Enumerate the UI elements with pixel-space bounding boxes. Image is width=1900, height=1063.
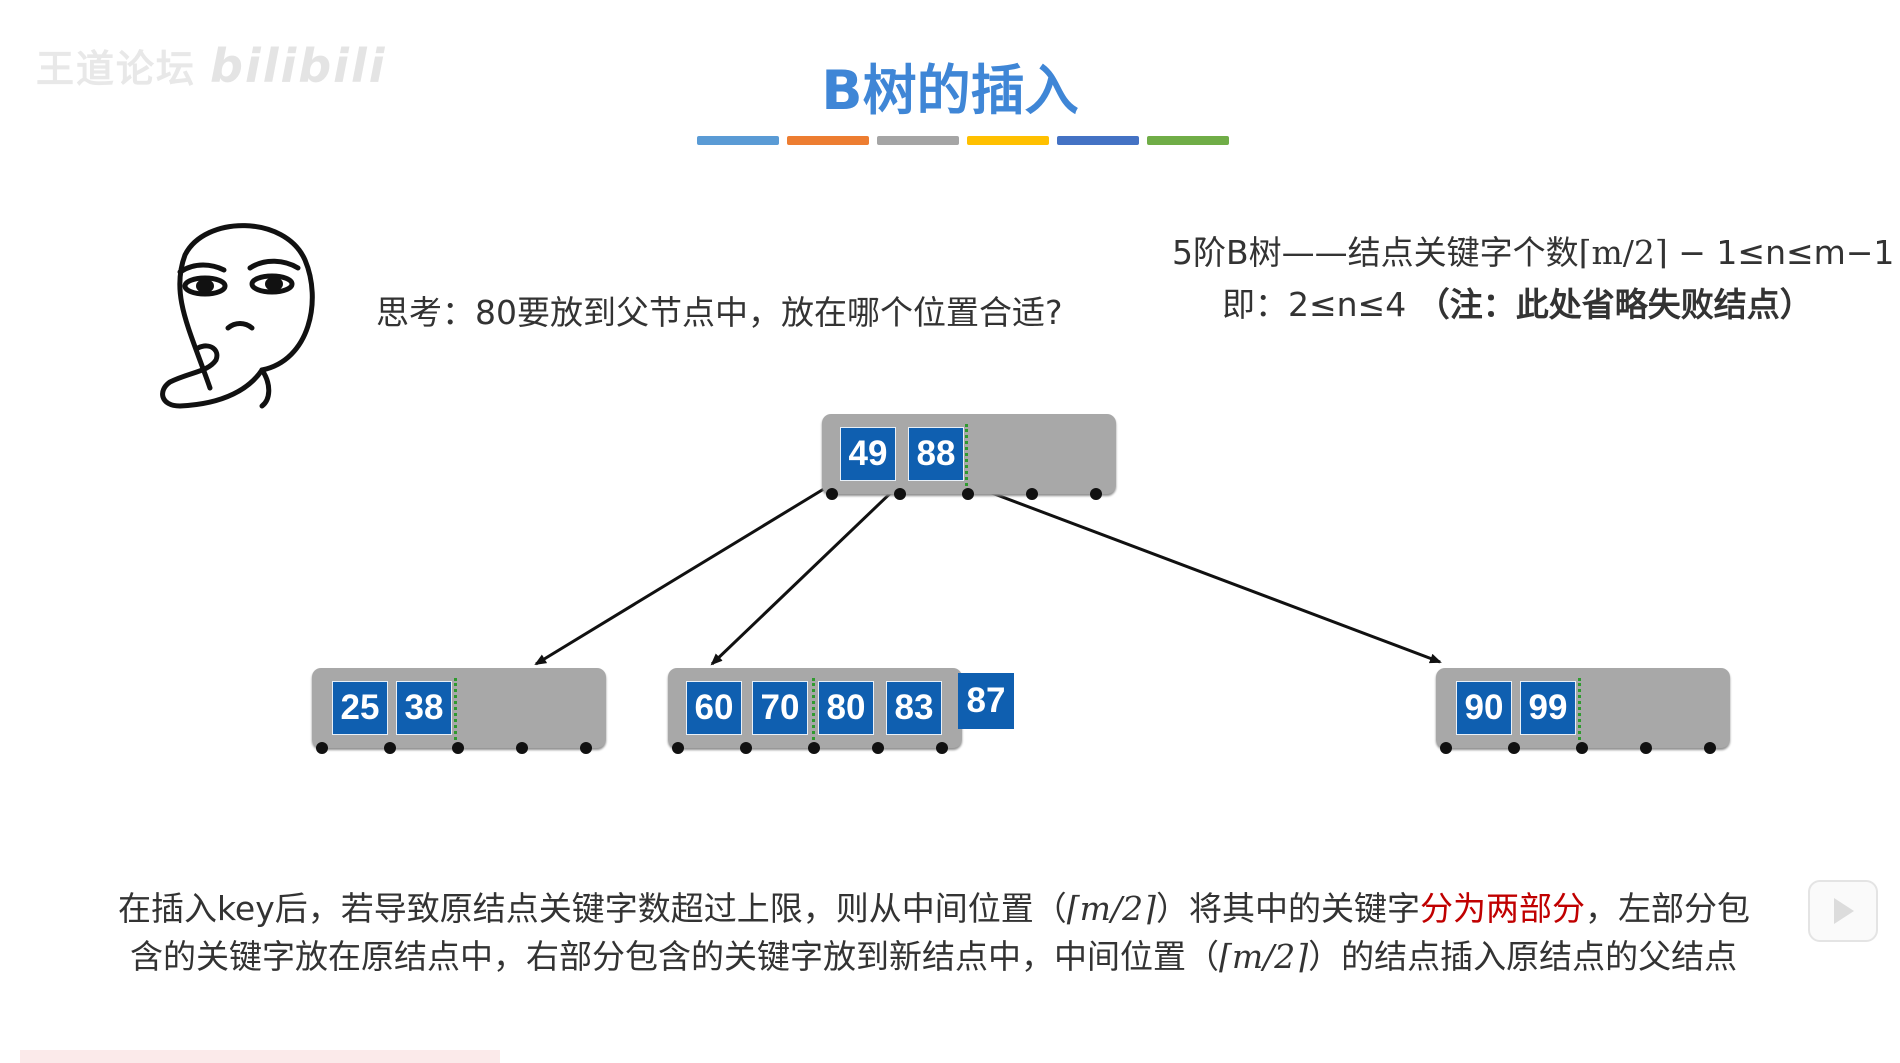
watermark-logo: bilibili (210, 39, 387, 93)
middle-key-1: 60 (686, 681, 742, 735)
right-separator (1578, 678, 1581, 740)
root-node: 49 88 (822, 414, 1116, 500)
root-key-2: 88 (908, 427, 964, 481)
color-bar-1 (697, 136, 779, 145)
right-pointer-3 (1576, 742, 1588, 754)
bottom-decoration (20, 1050, 500, 1063)
middle-separator (812, 678, 815, 740)
left-key-2: 38 (396, 681, 452, 735)
right-key-1: 90 (1456, 681, 1512, 735)
order-rule-text: 5阶B树——结点关键字个数⌈m/2⌉ − 1≤n≤m−1 (1172, 226, 1894, 274)
edge-root-right (967, 482, 1442, 664)
explain-ceil-2: ⌈m/2⌉ (1219, 937, 1309, 976)
explain-highlight: 分为两部分 (1419, 889, 1585, 928)
middle-child-node: 60 70 80 83 (668, 668, 962, 754)
right-pointer-5 (1704, 742, 1716, 754)
omit-note: （注：此处省略失败结点） (1416, 285, 1813, 324)
right-key-2: 99 (1520, 681, 1576, 735)
edge-root-left (534, 482, 833, 666)
explain-1b: ）将其中的关键字 (1155, 889, 1420, 928)
root-pointer-3 (962, 488, 974, 500)
watermark: 王道论坛 bilibili (36, 38, 386, 93)
explain-ceil-1: ⌈m/2⌉ (1066, 889, 1156, 928)
play-icon (1834, 898, 1854, 924)
color-bar-2 (787, 136, 869, 145)
key-count-range: 即：2≤n≤4 (1222, 285, 1417, 324)
middle-key-2: 70 (752, 681, 808, 735)
order-rule-suffix: − 1≤n≤m−1 (1667, 233, 1895, 272)
left-pointer-1 (316, 742, 328, 754)
color-bar-6 (1147, 136, 1229, 145)
edge-root-middle (710, 482, 902, 666)
explain-1a: 在插入key后，若导致原结点关键字数超过上限，则从中间位置（ (118, 889, 1067, 928)
explain-2b: ）的结点插入原结点的父结点 (1308, 937, 1738, 976)
left-pointer-4 (516, 742, 528, 754)
order-rule-ceil: ⌈m/2⌉ (1578, 233, 1668, 272)
middle-pointer-3 (808, 742, 820, 754)
middle-pointer-5 (936, 742, 948, 754)
middle-pointer-4 (872, 742, 884, 754)
left-pointer-5 (580, 742, 592, 754)
explain-1c: ，左部分包 (1584, 889, 1750, 928)
thinking-face-icon (160, 223, 315, 409)
question-text: 思考：80要放到父节点中，放在哪个位置合适? (376, 293, 1063, 332)
right-pointer-4 (1640, 742, 1652, 754)
left-pointer-3 (452, 742, 464, 754)
right-child-node: 90 99 (1436, 668, 1730, 754)
watermark-text: 王道论坛 (36, 47, 197, 91)
left-pointer-2 (384, 742, 396, 754)
explanation-line-2: 含的关键字放在原结点中，右部分包含的关键字放到新结点中，中间位置（⌈m/2⌉）的… (130, 930, 1737, 978)
root-pointer-1 (826, 488, 838, 500)
middle-pointer-1 (672, 742, 684, 754)
explanation-line-1: 在插入key后，若导致原结点关键字数超过上限，则从中间位置（⌈m/2⌉）将其中的… (118, 882, 1750, 930)
root-key-1: 49 (840, 427, 896, 481)
root-pointer-5 (1090, 488, 1102, 500)
right-pointer-2 (1508, 742, 1520, 754)
play-button[interactable] (1808, 880, 1878, 942)
root-pointer-2 (894, 488, 906, 500)
overflow-key: 87 (958, 673, 1014, 729)
left-separator (454, 678, 457, 740)
color-bar-4 (967, 136, 1049, 145)
insert-position-marker (965, 424, 968, 486)
order-rule-prefix: 5阶B树——结点关键字个数 (1172, 233, 1579, 272)
middle-pointer-2 (740, 742, 752, 754)
key-count-range-text: 即：2≤n≤4 （注：此处省略失败结点） (1222, 278, 1813, 326)
left-key-1: 25 (332, 681, 388, 735)
slide-title: B树的插入 (821, 59, 1079, 122)
color-bar-3 (877, 136, 959, 145)
color-bar-5 (1057, 136, 1139, 145)
root-pointer-4 (1026, 488, 1038, 500)
left-child-node: 25 38 (312, 668, 606, 754)
explain-2a: 含的关键字放在原结点中，右部分包含的关键字放到新结点中，中间位置（ (130, 937, 1219, 976)
right-pointer-1 (1440, 742, 1452, 754)
middle-key-4: 83 (886, 681, 942, 735)
middle-key-3: 80 (818, 681, 874, 735)
